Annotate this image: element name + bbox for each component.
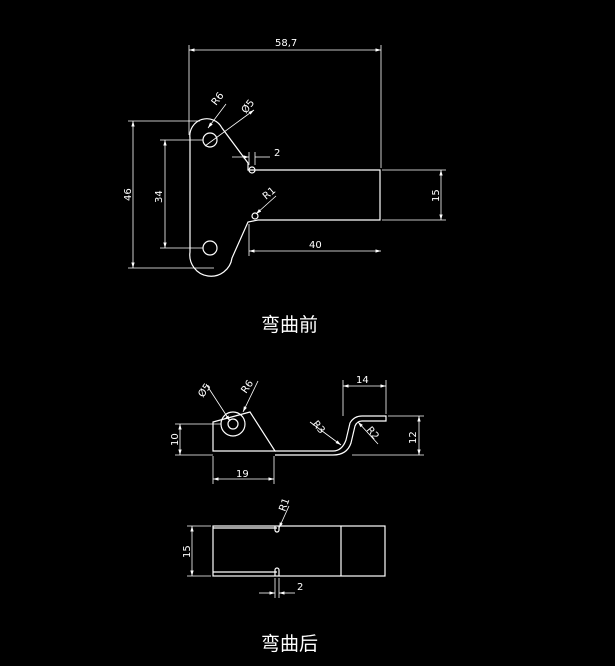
dim-top-gap: 2 [297,582,303,593]
flat-pattern-view: 58,7 46 34 R6 Ø5 2 R1 15 40 [123,38,446,336]
dim-top-flange: 14 [356,375,369,386]
bent-flange-profile [275,415,387,456]
bent-side-view: Ø5 R6 10 19 14 12 R3 R2 [170,375,424,484]
label-top-slot-radius: R1 [277,497,292,513]
label-slot-radius: R1 [261,185,278,202]
label-hole-diameter: Ø5 [239,97,257,116]
flat-part-outline [189,118,381,277]
caption-before-bending: 弯曲前 [261,314,318,336]
slot-relief-circle-top [248,166,256,174]
top-view-outline [212,525,386,577]
bent-part-profile [212,411,277,452]
label-hole-radius: R6 [210,91,227,108]
dim-bent-height: 12 [408,431,419,444]
slot-bottom-relief [274,567,280,576]
bent-hole-outer [220,411,246,437]
slot-top-relief [274,526,280,533]
dim-height-total: 46 [123,188,134,201]
caption-after-bending: 弯曲后 [261,633,318,655]
hole-bottom [202,240,218,256]
dim-tab-length: 40 [309,240,322,251]
label-bend-radius-outer: R2 [364,425,381,442]
dim-base-length: 19 [236,469,249,480]
label-bend-radius-inner: R3 [310,419,327,436]
dim-bent-hole-height: 10 [170,433,181,446]
slot-relief-circle-bottom [251,212,259,220]
dim-width-total: 58,7 [275,38,297,49]
dim-tab-height: 15 [431,189,442,202]
label-bent-hole-radius: R6 [239,379,256,396]
bent-top-view: R1 15 2 弯曲后 [182,497,386,655]
label-bent-hole-diameter: Ø5 [196,381,214,400]
dim-top-width: 15 [182,545,193,558]
dim-gap: 2 [274,148,280,159]
dim-hole-spacing: 34 [154,190,165,203]
bent-hole-inner [227,418,239,430]
hole-top [202,132,218,148]
